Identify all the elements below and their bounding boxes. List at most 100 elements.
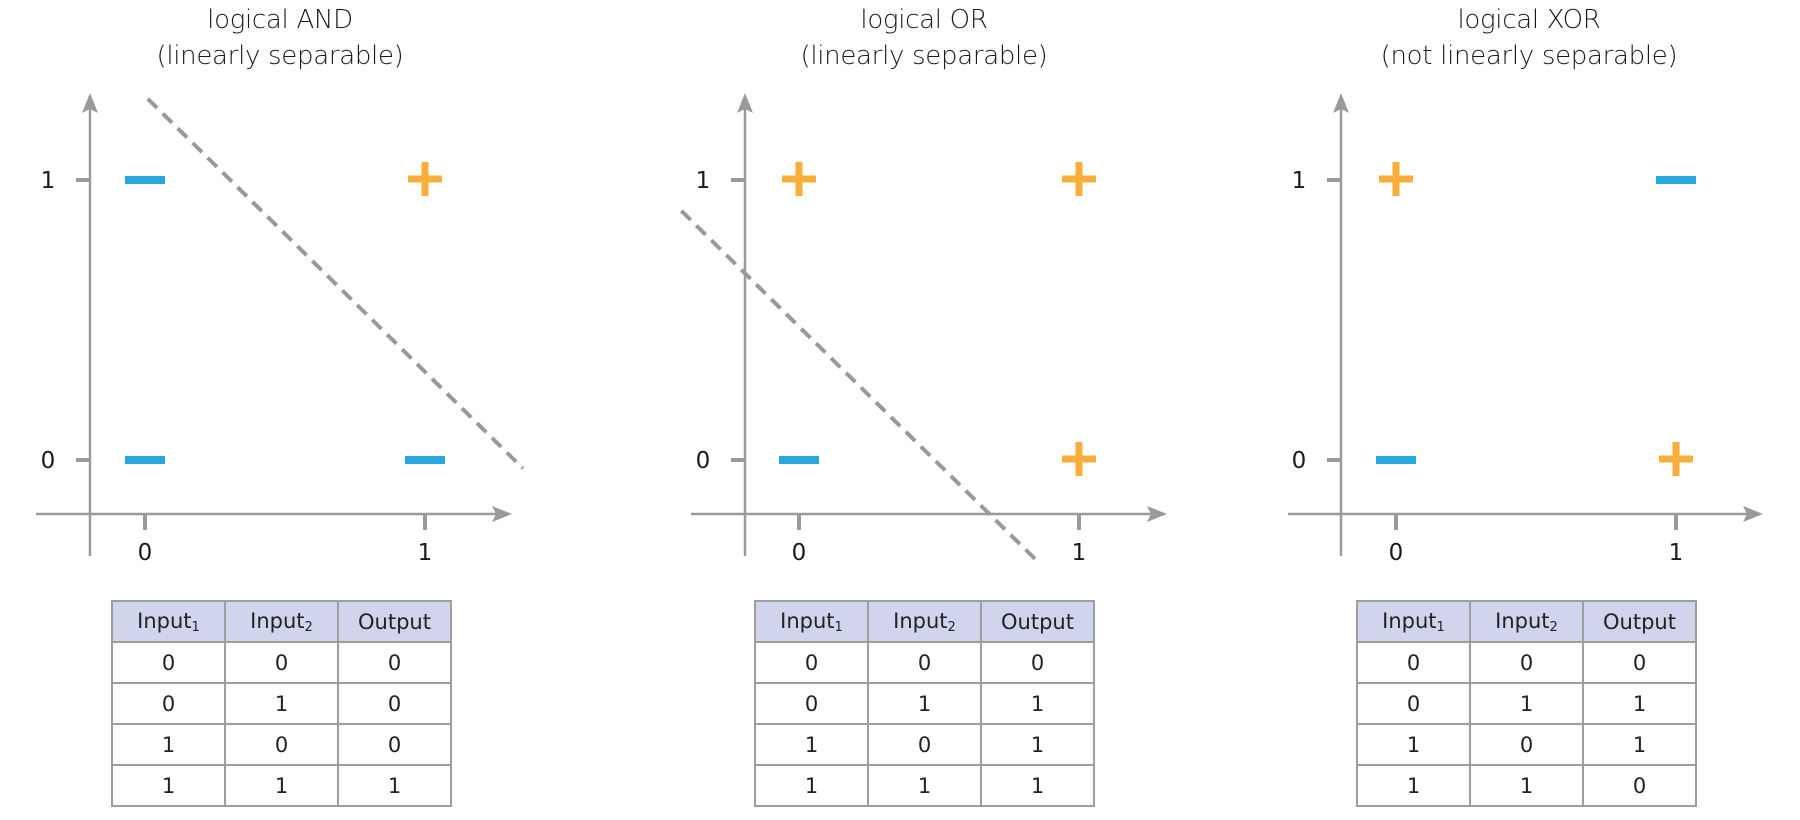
negative-point-minus-icon — [125, 456, 165, 464]
y-tick-label: 0 — [41, 448, 56, 474]
table-cell: 0 — [1469, 723, 1584, 766]
x-tick-label: 0 — [1389, 540, 1404, 566]
table-cell: 0 — [980, 641, 1095, 684]
table-cell: 0 — [754, 682, 869, 725]
negative-point-minus-icon — [405, 456, 445, 464]
table-cell: 1 — [980, 764, 1095, 807]
table-cell: 0 — [867, 723, 982, 766]
table-cell: 1 — [224, 764, 339, 807]
y-axis-arrow-icon — [82, 93, 98, 113]
x-tick-label: 0 — [138, 540, 153, 566]
table-cell: 0 — [111, 682, 226, 725]
table-header-cell: Input1 — [754, 600, 869, 643]
title-subtitle: (linearly separable) — [800, 41, 1048, 71]
header-text: Output — [1603, 609, 1676, 634]
y-axis-arrow-icon — [737, 93, 753, 113]
plot-xor: 0 1 0 1 — [1288, 93, 1763, 566]
table-cell: 1 — [754, 764, 869, 807]
y-tick-label: 0 — [1292, 448, 1307, 474]
header-text: Input — [137, 608, 192, 633]
positive-point-plus-icon — [1062, 162, 1096, 196]
header-text: Input — [893, 608, 948, 633]
table-cell: 0 — [754, 641, 869, 684]
positive-point-plus-icon — [408, 162, 442, 196]
y-tick-label: 1 — [696, 168, 711, 194]
table-cell: 1 — [867, 764, 982, 807]
plus-vertical-bar — [421, 162, 429, 196]
x-axis-arrow-icon — [1147, 506, 1167, 522]
table-cell: 0 — [1582, 764, 1697, 807]
table-header-cell: Input2 — [867, 600, 982, 643]
title-main: logical XOR — [1457, 5, 1601, 35]
table-cell: 0 — [867, 641, 982, 684]
table-cell: 1 — [111, 723, 226, 766]
y-tick-label: 1 — [41, 168, 56, 194]
table-header-cell: Input1 — [1356, 600, 1471, 643]
table-cell: 1 — [980, 682, 1095, 725]
table-cell: 0 — [111, 641, 226, 684]
table-cell: 0 — [224, 723, 339, 766]
x-tick-label: 1 — [1669, 540, 1684, 566]
table-cell: 1 — [1356, 764, 1471, 807]
plus-vertical-bar — [795, 162, 803, 196]
plus-vertical-bar — [1672, 442, 1680, 476]
panel-title-or: logical OR (linearly separable) — [704, 2, 1144, 74]
positive-point-plus-icon — [1379, 162, 1413, 196]
title-subtitle: (linearly separable) — [156, 41, 404, 71]
panel-title-xor: logical XOR (not linearly separable) — [1309, 2, 1749, 74]
plus-vertical-bar — [1075, 162, 1083, 196]
y-tick-label: 0 — [696, 448, 711, 474]
plus-vertical-bar — [1392, 162, 1400, 196]
table-cell: 0 — [1356, 641, 1471, 684]
table-header-row: Input1 Input2 Output — [111, 600, 452, 643]
table-cell: 1 — [1469, 764, 1584, 807]
header-subscript: 1 — [191, 619, 200, 635]
x-tick-label: 1 — [1072, 540, 1087, 566]
x-tick-label: 0 — [792, 540, 807, 566]
table-cell: 0 — [337, 641, 452, 684]
y-axis-arrow-icon — [1333, 93, 1349, 113]
negative-point-minus-icon — [1656, 176, 1696, 184]
plot-or: 0 1 0 1 — [679, 93, 1167, 566]
table-header-cell: Output — [337, 600, 452, 643]
header-text: Output — [1001, 609, 1074, 634]
negative-point-minus-icon — [1376, 456, 1416, 464]
table-cell: 1 — [754, 723, 869, 766]
table-cell: 1 — [1469, 682, 1584, 725]
negative-point-minus-icon — [779, 456, 819, 464]
table-cell: 0 — [337, 723, 452, 766]
header-subscript: 1 — [1436, 619, 1445, 635]
table-header-cell: Input2 — [224, 600, 339, 643]
table-cell: 1 — [111, 764, 226, 807]
positive-point-plus-icon — [1659, 442, 1693, 476]
y-tick-label: 1 — [1292, 168, 1307, 194]
title-subtitle: (not linearly separable) — [1380, 41, 1678, 71]
header-text: Input — [780, 608, 835, 633]
panel-title-and: logical AND (linearly separable) — [60, 2, 500, 74]
plus-vertical-bar — [1075, 442, 1083, 476]
header-subscript: 1 — [834, 619, 843, 635]
table-header-cell: Input2 — [1469, 600, 1584, 643]
header-text: Output — [358, 609, 431, 634]
title-main: logical OR — [860, 5, 988, 35]
x-axis-arrow-icon — [492, 506, 512, 522]
table-cell: 1 — [1356, 723, 1471, 766]
header-subscript: 2 — [304, 619, 313, 635]
table-cell: 0 — [224, 641, 339, 684]
header-text: Input — [1382, 608, 1437, 633]
